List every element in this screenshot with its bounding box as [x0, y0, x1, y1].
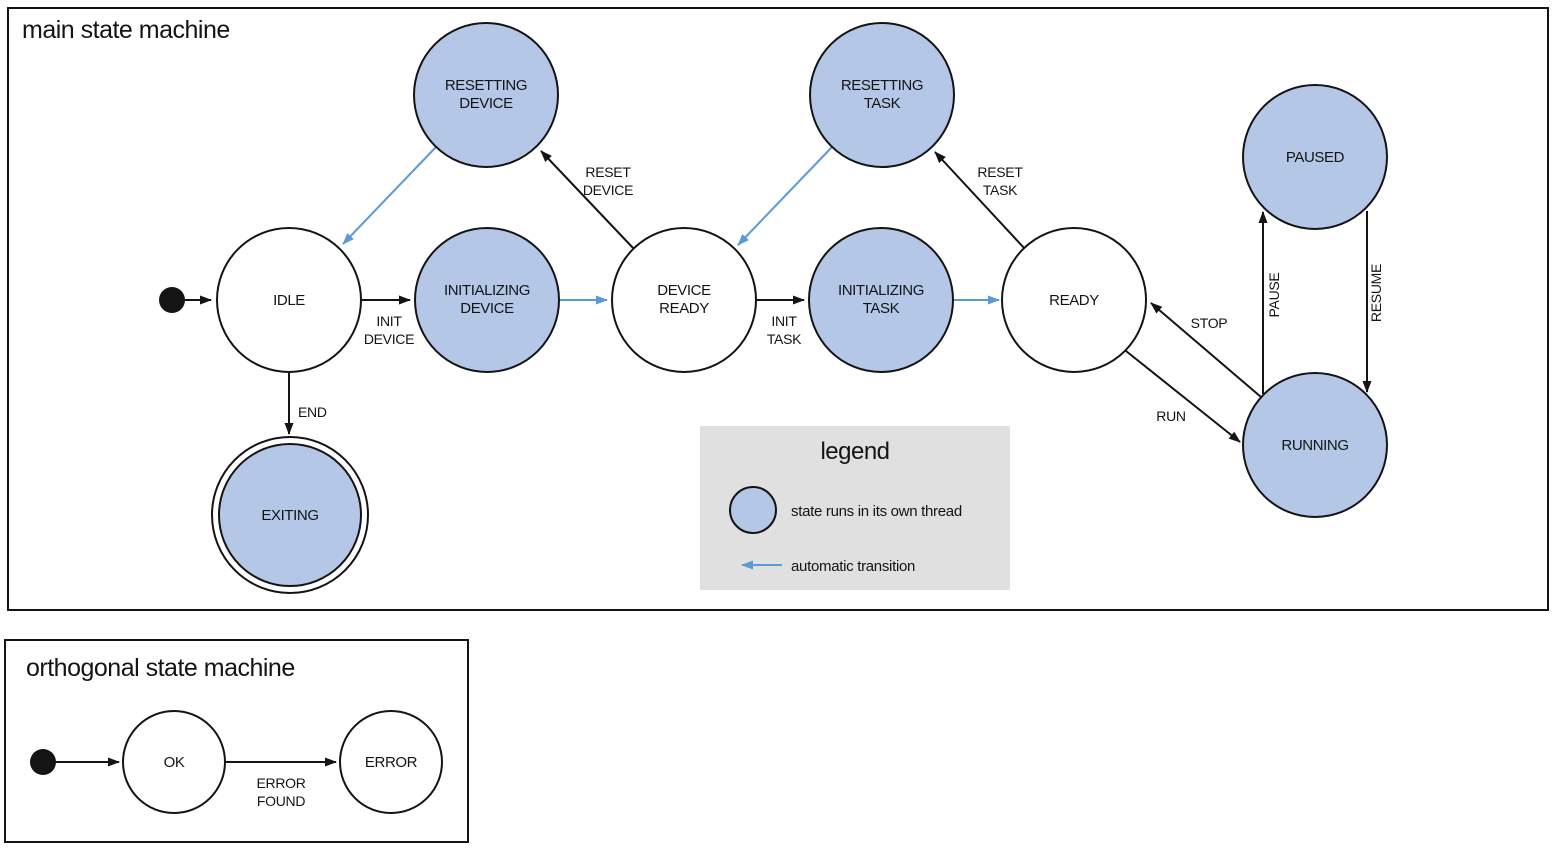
legend: legend state runs in its own thread auto… — [700, 426, 1010, 590]
state-running — [1242, 372, 1388, 518]
initial-state-dot — [159, 287, 185, 313]
state-initializing-device-label: INITIALIZING — [444, 282, 530, 299]
transition-ready-to-resetting-task — [934, 151, 1026, 250]
state-exiting — [218, 443, 362, 587]
label-reset-task: RESET — [977, 164, 1023, 180]
state-ready — [1001, 227, 1147, 373]
state-resetting-task-label: TASK — [864, 95, 901, 112]
main-transitions — [185, 146, 1372, 443]
transition-ready-to-running — [1125, 350, 1241, 443]
state-device-ready-label: DEVICE — [657, 282, 711, 299]
state-running-label: RUNNING — [1281, 437, 1348, 454]
state-ok-label: OK — [164, 754, 185, 771]
state-paused-label: PAUSED — [1286, 149, 1345, 166]
legend-thread-label: state runs in its own thread — [791, 503, 962, 520]
legend-automatic-label: automatic transition — [791, 558, 915, 575]
state-idle — [216, 227, 362, 373]
state-resetting-device-label: DEVICE — [459, 95, 513, 112]
state-error — [339, 710, 443, 814]
orthogonal-machine-title: orthogonal state machine — [26, 654, 295, 682]
label-end: END — [298, 404, 327, 420]
main-machine-border — [7, 7, 1549, 611]
state-initializing-task-label: TASK — [863, 300, 900, 317]
main-machine-title: main state machine — [22, 16, 230, 44]
state-device-ready-label: READY — [659, 300, 709, 317]
legend-thread-state-icon — [729, 486, 777, 534]
state-initializing-device-label: DEVICE — [460, 300, 514, 317]
state-initializing-task-label: INITIALIZING — [838, 282, 924, 299]
state-resetting-device-label: RESETTING — [445, 77, 527, 94]
main-transition-labels: INIT DEVICE RESET DEVICE INIT TASK RESET… — [298, 164, 1384, 424]
transition-running-to-ready — [1150, 302, 1262, 398]
main-states: IDLE INITIALIZING DEVICE DEVICE READY IN… — [159, 22, 1388, 594]
label-pause: PAUSE — [1266, 273, 1282, 318]
label-init-device: INIT — [376, 313, 402, 329]
orthogonal-machine-border — [4, 639, 469, 843]
main-state-machine: main state machine INIT DEVICE RESET DEV… — [7, 7, 1549, 611]
label-reset-device: DEVICE — [583, 182, 633, 198]
legend-title: legend — [820, 438, 889, 465]
state-resetting-task-label: RESETTING — [841, 77, 923, 94]
label-init-device: DEVICE — [364, 331, 414, 347]
state-device-ready — [611, 227, 757, 373]
transition-resetting-device-to-idle — [342, 146, 437, 245]
label-reset-task: TASK — [983, 182, 1018, 198]
label-resume: RESUME — [1368, 264, 1384, 322]
state-error-label: ERROR — [365, 754, 418, 771]
orthogonal-state-machine: orthogonal state machine OK ERROR FOUND … — [4, 639, 469, 843]
state-initializing-device — [414, 227, 560, 373]
state-resetting-task — [809, 22, 955, 168]
label-init-task: TASK — [767, 331, 802, 347]
label-error-found: ERROR — [256, 775, 305, 791]
label-run: RUN — [1156, 408, 1185, 424]
state-idle-label: IDLE — [273, 292, 305, 309]
state-ready-label: READY — [1049, 292, 1099, 309]
state-paused — [1242, 84, 1388, 230]
label-stop: STOP — [1191, 315, 1228, 331]
transition-device-ready-to-resetting-device — [540, 150, 635, 250]
label-error-found: FOUND — [257, 793, 305, 809]
transition-resetting-task-to-device-ready — [737, 146, 833, 246]
label-reset-device: RESET — [585, 164, 631, 180]
initial-state-dot — [30, 749, 56, 775]
label-init-task: INIT — [771, 313, 797, 329]
state-initializing-task — [808, 227, 954, 373]
state-exiting-label: EXITING — [261, 507, 318, 524]
state-resetting-device — [413, 22, 559, 168]
